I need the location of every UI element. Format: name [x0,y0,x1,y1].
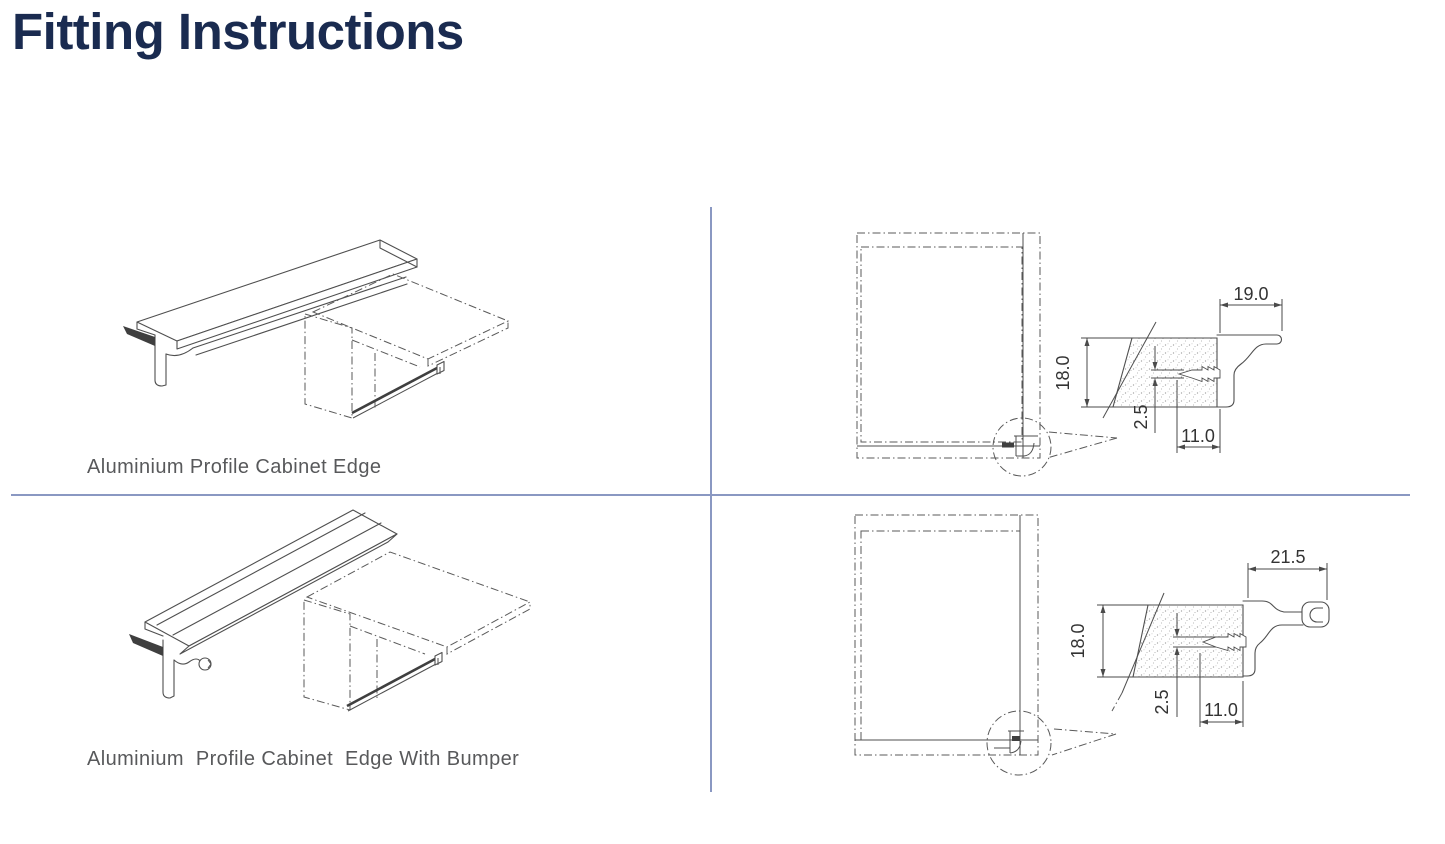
dim-thickness-value: 18.0 [1068,623,1088,658]
dimension-overhang: 19.0 [1219,284,1283,333]
dimension-overhang: 21.5 [1247,547,1328,600]
isometric-drawing-cabinet-edge [123,239,510,419]
dimension-depth: 11.0 [1199,653,1244,727]
dim-overhang-value: 19.0 [1233,284,1268,304]
dim-depth-value: 11.0 [1204,700,1238,720]
cabinet-box [303,551,532,711]
section-drawing-cabinet-edge: 19.0 18.0 2.5 11.0 [856,232,1283,477]
dimension-thickness: 18.0 [1053,337,1134,408]
cabinet-front-view [856,232,1041,459]
dim-thickness-value: 18.0 [1053,355,1073,390]
profile-cross-section [1151,334,1283,408]
barbed-spike [1201,632,1247,652]
label-cabinet-edge: Aluminium Profile Cabinet Edge [87,456,382,478]
dim-slot-value: 2.5 [1152,689,1172,714]
detail-circle [986,710,1117,776]
section-drawing-cabinet-edge-bumper: 21.5 18.0 2.5 11.0 [854,514,1330,776]
dim-depth-value: 11.0 [1181,426,1215,446]
dim-overhang-value: 21.5 [1270,547,1305,567]
dimension-thickness: 18.0 [1068,604,1151,678]
cabinet-box [304,273,510,419]
profile-mounted-on-edge [351,360,445,419]
label-cabinet-edge-bumper: Aluminium Profile Cabinet Edge With Bump… [87,748,520,770]
page-title: Fitting Instructions [12,3,464,60]
dimension-depth: 11.0 [1176,380,1221,453]
profile-mounted-on-edge [346,651,443,712]
profile-cross-section [1173,600,1330,677]
detail-circle [992,417,1118,477]
aluminium-profile-bar [123,239,418,387]
board-cross-section [1111,592,1244,712]
cabinet-front-view [854,514,1039,756]
bumper-holder [1301,601,1330,628]
isometric-drawing-cabinet-edge-bumper [129,509,532,712]
dim-slot-value: 2.5 [1131,404,1151,429]
dimension-slot: 2.5 [1131,346,1158,433]
dimension-slot: 2.5 [1152,613,1180,717]
aluminium-bumper-profile-bar [129,509,398,699]
vertical-divider [710,207,712,792]
barbed-spike [1177,365,1221,383]
